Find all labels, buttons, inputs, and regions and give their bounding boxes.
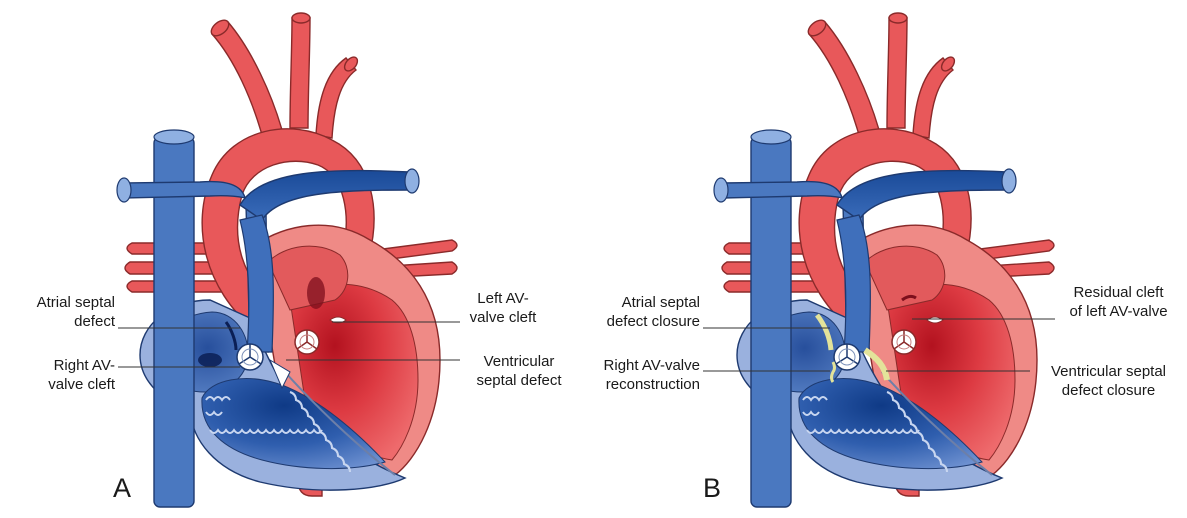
panel-letter-a: A [113, 473, 131, 504]
heart-panel-a [117, 13, 457, 507]
label-right-av-valve-cleft: Right AV- valve cleft [0, 356, 115, 394]
label-atrial-septal-defect-closure: Atrial septal defect closure [580, 293, 700, 331]
label-ventricular-septal-defect-closure: Ventricular septal defect closure [1030, 362, 1187, 400]
label-atrial-septal-defect: Atrial septal defect [0, 293, 115, 331]
label-ventricular-septal-defect: Ventricular septal defect [460, 352, 578, 390]
panel-letter-b: B [703, 473, 721, 504]
label-right-av-valve-reconstruction: Right AV-valve reconstruction [575, 356, 700, 394]
label-left-av-valve-cleft: Left AV- valve cleft [448, 289, 558, 327]
label-residual-cleft-left-av-valve: Residual cleft of left AV-valve [1050, 283, 1187, 321]
heart-panel-b [714, 13, 1054, 507]
